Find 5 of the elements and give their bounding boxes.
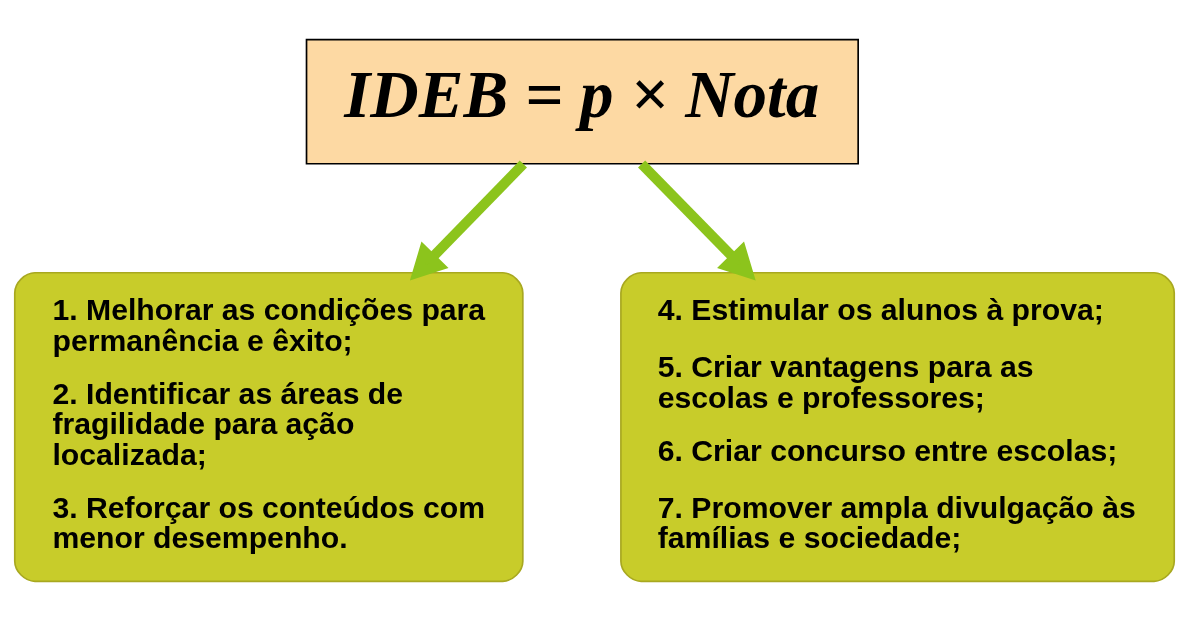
node-box: IDEB = p × Nota: [305, 38, 859, 165]
arrow: [409, 160, 527, 281]
arrow: [638, 160, 756, 281]
node-box: 1. Melhorar as condições para permanência e êxito; 2. Identificar as áreas de fragilidade para ação localizada; 3. Reforçar os conteúdos com menor desempenho.: [13, 271, 524, 583]
node-box: 4. Estimular os alunos à prova; 5. Criar vantagens para as escolas e professores; 6. Criar concurso entre escolas; 7. Promover ampla divulgação às famílias e sociedade;: [620, 271, 1176, 583]
